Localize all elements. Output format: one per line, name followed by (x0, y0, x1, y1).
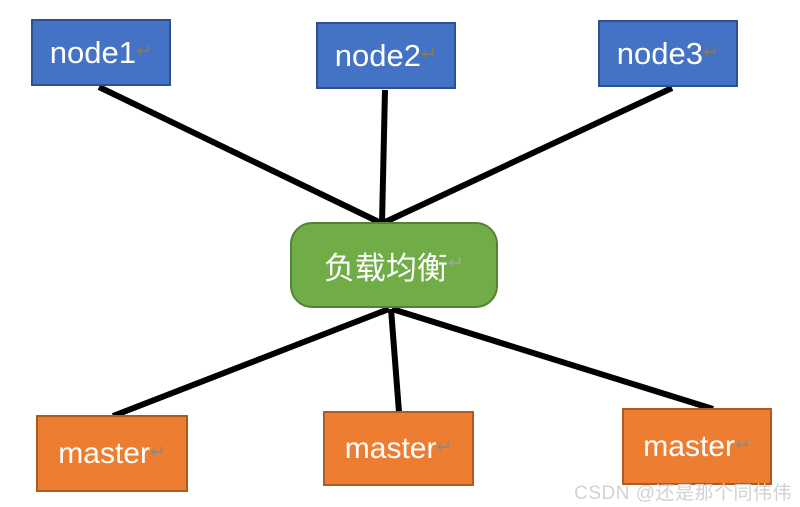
diagram-node-load-balancer-label: 负载均衡 (323, 250, 448, 286)
edge-lb-master3 (391, 306, 714, 412)
edge-lb-master1 (111, 306, 391, 419)
diagram-node-node3-label: node3 (616, 35, 703, 71)
paragraph-return-icon: ↵ (735, 433, 751, 455)
diagram-node-node3[interactable]: node3↵ (598, 20, 738, 87)
diagram-node-load-balancer[interactable]: 负载均衡↵ (290, 222, 498, 308)
paragraph-return-icon: ↵ (150, 440, 166, 462)
diagram-node-node2[interactable]: node2↵ (316, 22, 456, 89)
csdn-watermark: CSDN @还是那个同伟伟 (574, 483, 792, 504)
diagram-node-node2-label: node2 (334, 37, 421, 73)
edge-node3-lb (381, 85, 674, 226)
paragraph-return-icon: ↵ (136, 40, 153, 62)
diagram-node-node1[interactable]: node1↵ (31, 19, 171, 86)
edge-lb-master2 (388, 308, 402, 413)
diagram-node-master2[interactable]: master↵ (323, 411, 474, 486)
paragraph-return-icon: ↵ (448, 253, 465, 275)
diagram-node-master2-label: master (344, 431, 437, 465)
paragraph-return-icon: ↵ (703, 41, 720, 63)
diagram-node-node1-label: node1 (49, 34, 136, 70)
diagram-node-master3-label: master (643, 429, 735, 463)
edge-node2-lb (379, 89, 388, 224)
paragraph-return-icon: ↵ (421, 43, 438, 65)
diagram-node-master3[interactable]: master↵ (622, 408, 772, 485)
diagram-node-master1-label: master (58, 436, 150, 470)
diagram-node-master1[interactable]: master↵ (36, 415, 188, 492)
paragraph-return-icon: ↵ (436, 435, 453, 457)
edge-node1-lb (97, 84, 383, 226)
